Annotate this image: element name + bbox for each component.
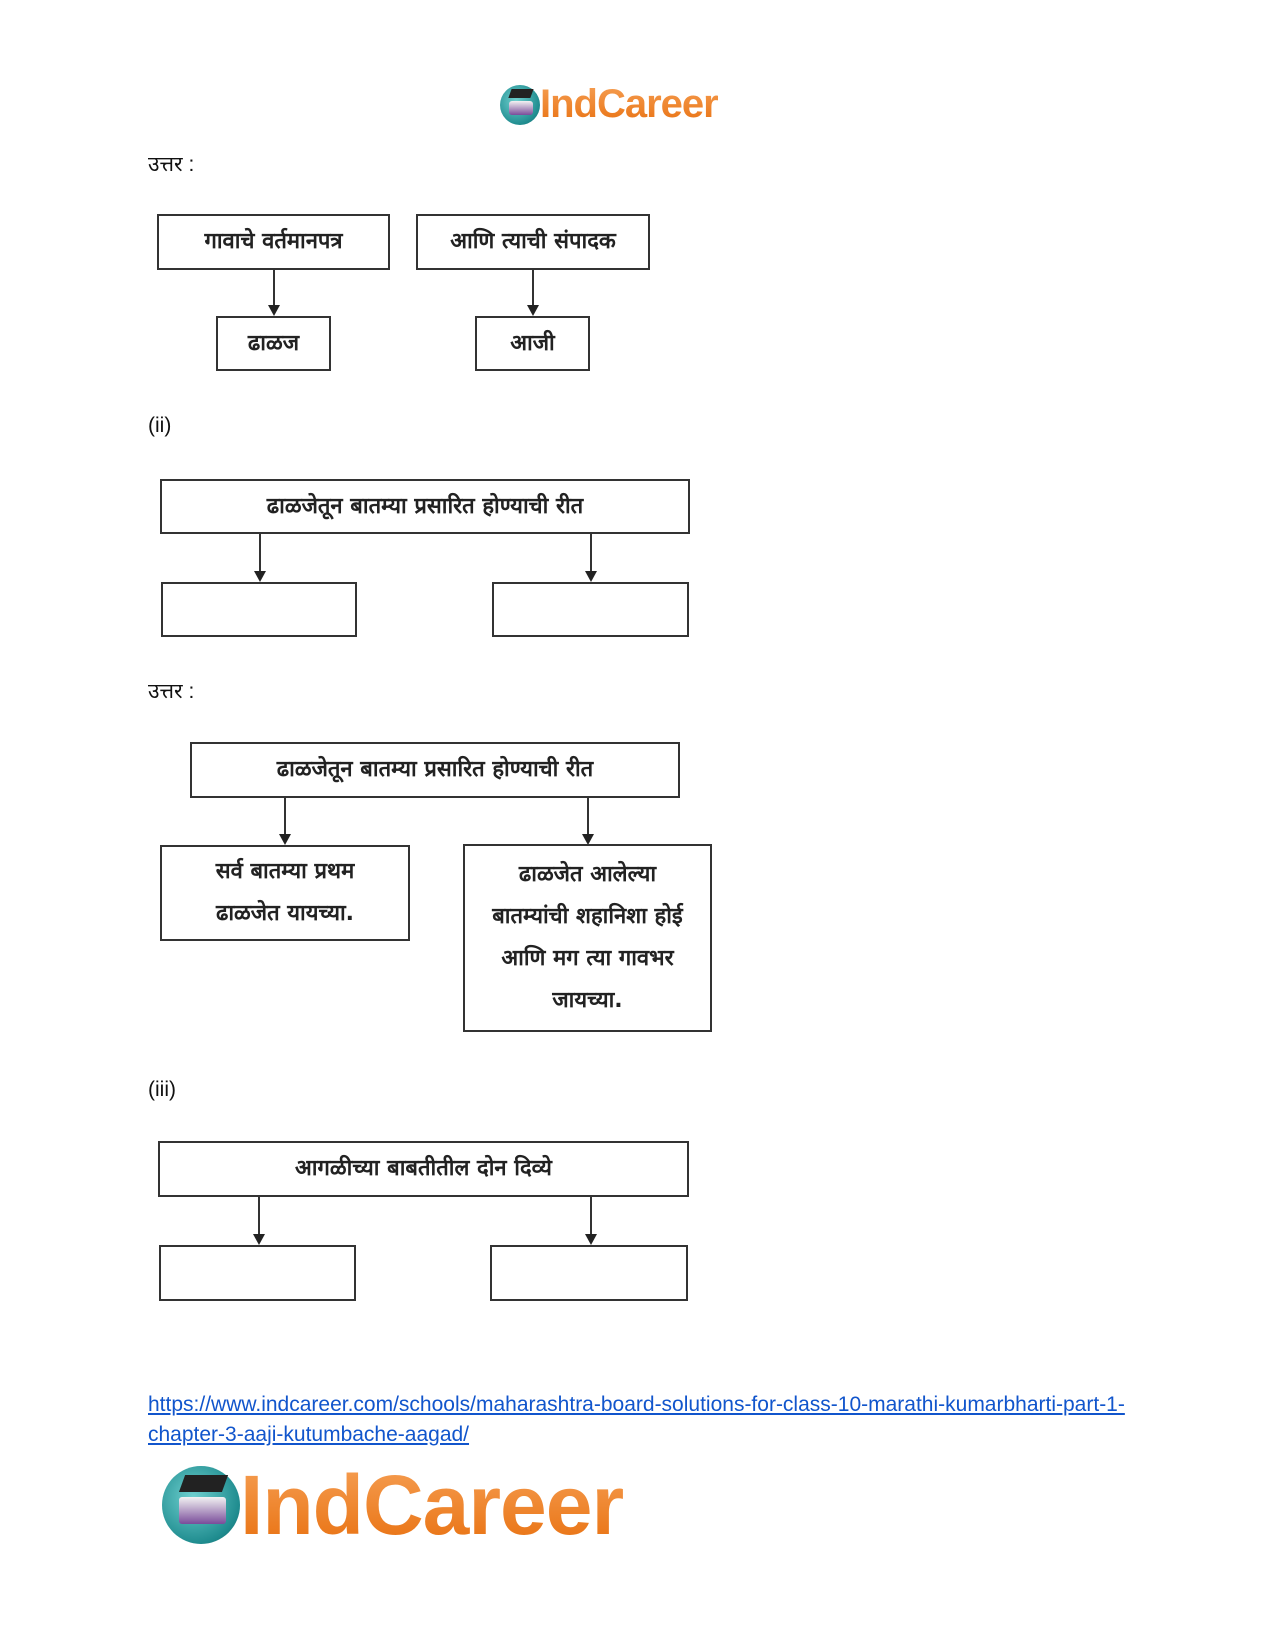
arrow-down-icon (582, 798, 594, 845)
footer-logo: IndCareer (162, 1460, 624, 1550)
arrow-down-icon (585, 1197, 597, 1245)
logo-globe-icon (162, 1466, 240, 1544)
empty-answer-box (492, 582, 689, 637)
empty-answer-box (159, 1245, 356, 1301)
diagram-box: गावाचे वर्तमानपत्र (157, 214, 390, 270)
diagram-box: ढाळजेतून बातम्या प्रसारित होण्याची रीत (190, 742, 680, 798)
empty-answer-box (490, 1245, 688, 1301)
answer-box: ढाळजेत आलेल्या बातम्यांची शहानिशा होई आण… (463, 844, 712, 1032)
arrow-down-icon (527, 270, 539, 316)
diagram-box: आजी (475, 316, 590, 371)
source-link[interactable]: https://www.indcareer.com/schools/mahara… (148, 1393, 1125, 1446)
diagram-box: ढाळज (216, 316, 331, 371)
answer-label: उत्तर : (148, 153, 195, 176)
arrow-down-icon (279, 798, 291, 845)
diagram-box: ढाळजेतून बातम्या प्रसारित होण्याची रीत (160, 479, 690, 534)
header-logo: IndCareer (500, 82, 719, 127)
answer-label: उत्तर : (148, 680, 195, 703)
arrow-down-icon (254, 534, 266, 582)
question-label: (iii) (148, 1078, 176, 1101)
question-label: (ii) (148, 414, 172, 437)
arrow-down-icon (268, 270, 280, 316)
arrow-down-icon (253, 1197, 265, 1245)
logo-globe-icon (500, 84, 540, 125)
empty-answer-box (161, 582, 357, 637)
answer-box: सर्व बातम्या प्रथम ढाळजेत यायच्या. (160, 845, 410, 941)
diagram-box: आगळीच्या बाबतीतील दोन दिव्ये (158, 1141, 689, 1197)
arrow-down-icon (585, 534, 597, 582)
diagram-box: आणि त्याची संपादक (416, 214, 650, 270)
